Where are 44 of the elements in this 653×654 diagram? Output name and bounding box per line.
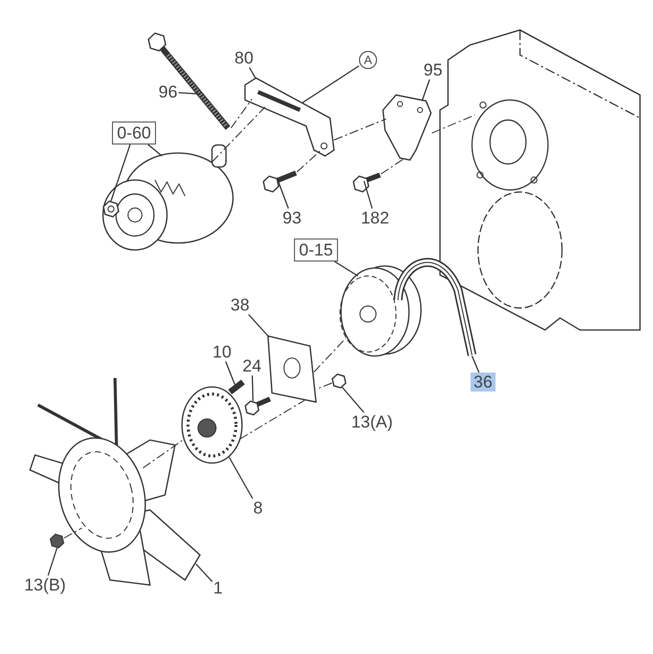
callout-number: 13(A) [350,412,394,432]
center-line [296,150,320,172]
leader-line [421,79,430,102]
callout-number: 13(B) [23,576,67,594]
callout-number: 38 [230,296,250,314]
stud-drawing [226,378,247,396]
leader-line [196,564,213,582]
callout-number: 95 [422,60,444,80]
callout-number: 1 [212,578,224,598]
leader-line [178,92,200,95]
callout-number: 10 [212,342,232,362]
callout-number: 24 [242,356,262,376]
leader-line [363,180,373,209]
callout-number: 8 [252,498,264,518]
center-line [212,106,266,162]
nut-drawing [331,373,348,390]
leader-line [248,314,270,338]
leader-line [148,144,162,156]
reference-number: 0-15 [294,238,338,262]
leader-line [225,361,236,386]
nut-drawing [48,532,66,550]
center-line [230,98,252,128]
leader-line [276,178,289,209]
center-line [380,158,406,174]
reference-marker: A [359,51,377,69]
callout-number: 182 [360,208,390,228]
center-line [64,528,82,538]
leader-line [342,386,364,413]
leader-line [252,375,254,402]
callout-number: 80 [234,48,254,68]
callout-number: 96 [158,82,178,102]
leader-line [302,65,360,104]
leader-line [248,67,257,80]
center-line [316,382,332,390]
center-line [314,338,346,372]
callout-number: 36 [470,372,496,392]
leader-line [471,356,480,373]
center-line [334,118,386,140]
callout-number: 93 [282,208,302,228]
center-line [240,400,306,440]
reference-number: 0-60 [112,122,156,144]
leader-line [48,548,58,576]
nut-drawing [101,199,121,219]
leader-line [228,456,254,499]
